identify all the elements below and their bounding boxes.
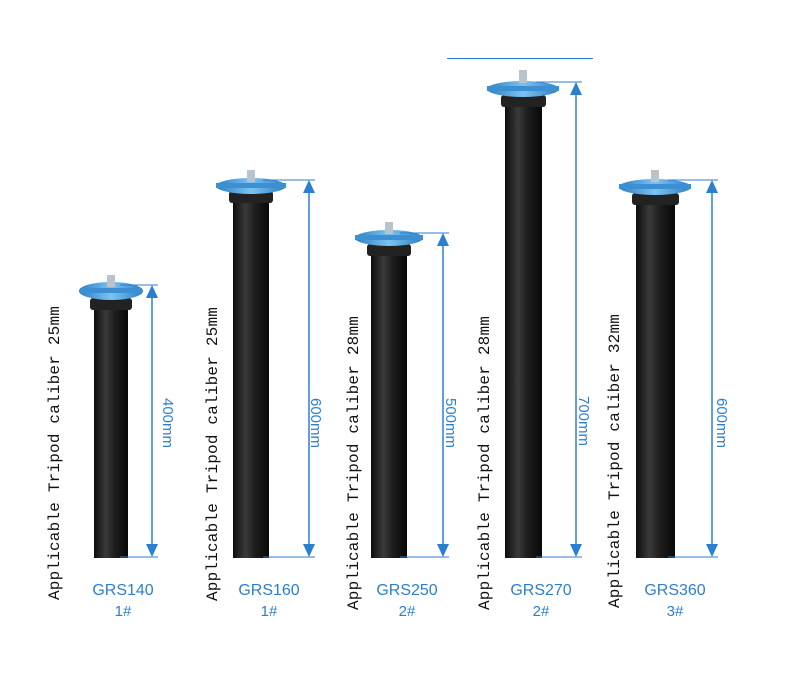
size-number: 1# [114, 603, 132, 620]
length-label: 500mm [442, 398, 459, 449]
model-label: GRS160 [238, 582, 300, 599]
caliber-label: Applicable Tripod caliber 25mm [46, 305, 64, 600]
pole-body [94, 305, 128, 558]
caliber-label: Applicable Tripod caliber 32mm [606, 313, 624, 608]
size-number: 3# [666, 603, 684, 620]
caliber-label: Applicable Tripod caliber 28mm [345, 315, 363, 610]
caliber-label: Applicable Tripod caliber 25mm [204, 306, 222, 601]
length-label: 400mm [159, 398, 176, 449]
length-label: 600mm [307, 398, 324, 449]
length-label: 600mm [713, 398, 730, 449]
size-number: 1# [260, 603, 278, 620]
model-label: GRS140 [92, 582, 154, 599]
model-label: GRS250 [376, 582, 438, 599]
screw [107, 275, 115, 287]
size-number: 2# [398, 603, 416, 620]
size-number: 2# [532, 603, 550, 620]
length-label: 700mm [575, 396, 592, 447]
top-line [447, 58, 593, 59]
model-label: GRS270 [510, 582, 572, 599]
caliber-label: Applicable Tripod caliber 28mm [476, 315, 494, 610]
model-label: GRS360 [644, 582, 706, 599]
